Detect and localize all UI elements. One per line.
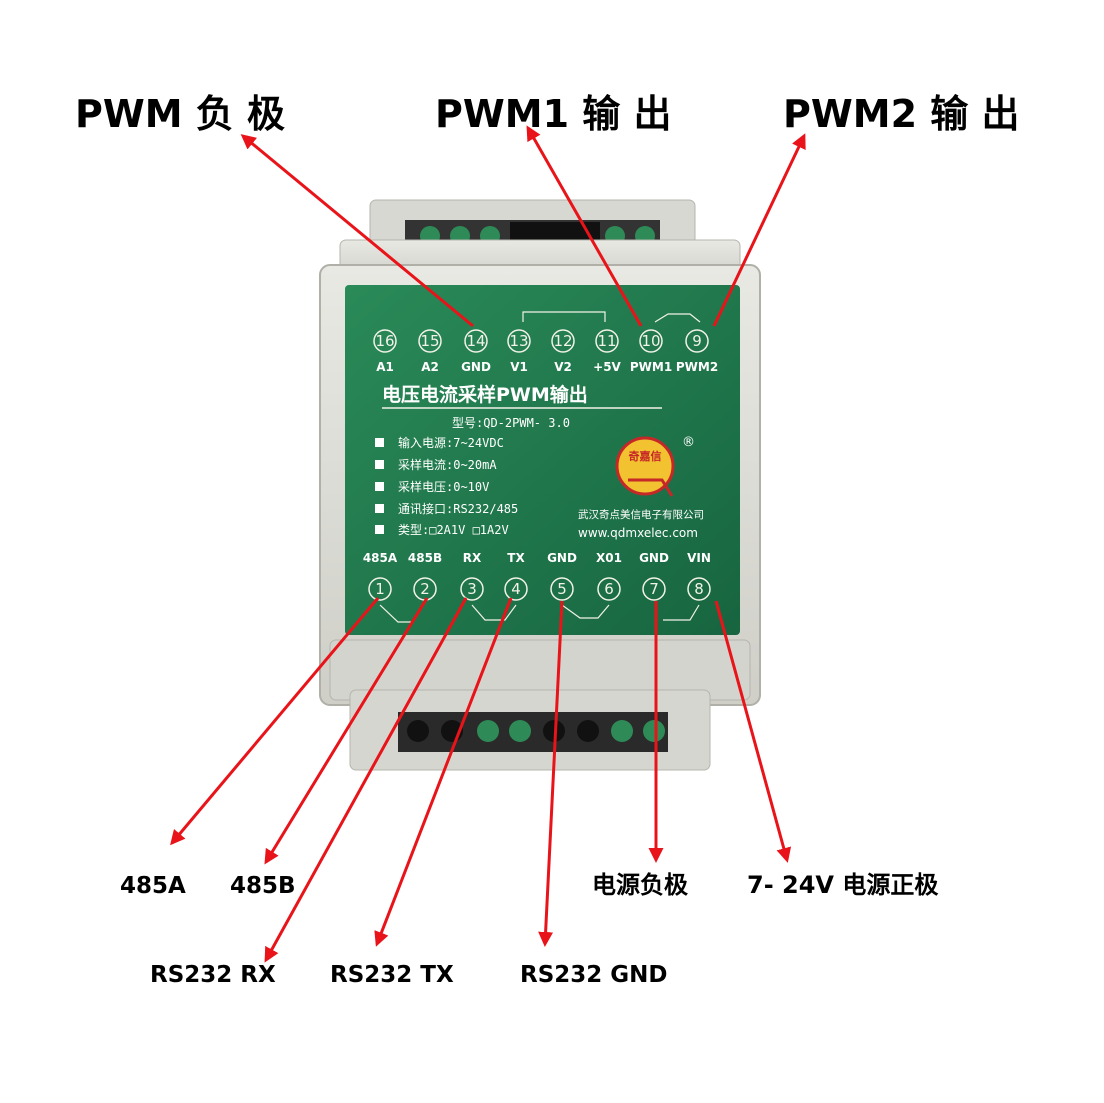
label-rs232-rx: RS232 RX	[150, 962, 276, 988]
pin-bracket	[561, 604, 610, 619]
logo-swoosh-icon	[628, 478, 674, 497]
top-pin: 11 +5V	[593, 329, 622, 374]
pin-number: 3	[467, 580, 477, 598]
bottom-pin: RX 3	[460, 551, 484, 601]
pin-number: 13	[509, 332, 528, 350]
callout-labels: PWM 负 极 PWM1 输 出 PWM2 输 出 485A 485B RS23…	[75, 92, 1019, 988]
pin-bracket	[654, 313, 701, 323]
bottom-pin: GND 7	[639, 551, 669, 601]
pin-bracket	[379, 604, 412, 623]
label-pwm-negative: PWM 负 极	[75, 92, 285, 136]
spec-item: 通讯接口:RS232/485	[398, 501, 518, 516]
pin-number: 10	[641, 332, 660, 350]
bottom-pin: X01 6	[596, 551, 622, 601]
label-power-negative: 电源负极	[592, 871, 688, 899]
pin-label: +5V	[593, 360, 621, 374]
pin-bracket	[471, 604, 517, 621]
pin-number: 2	[420, 580, 430, 598]
bullet	[375, 504, 384, 513]
pin-label: GND	[639, 551, 669, 565]
top-pin: 12 V2	[551, 329, 575, 374]
top-pin: 9 PWM2	[676, 329, 718, 374]
top-pin: 16 A1	[373, 329, 397, 374]
company-name: 武汉奇点美信电子有限公司	[578, 508, 704, 521]
pin-label: PWM1	[630, 360, 672, 374]
label-pwm1-output: PWM1 输 出	[435, 92, 671, 136]
top-pin: 10 PWM1	[630, 329, 672, 374]
pin-number: 1	[375, 580, 385, 598]
pin-label: V1	[510, 360, 528, 374]
pin-label: GND	[461, 360, 491, 374]
label-panel: 16 A1 15 A2 14 GND 13 V1 12 V2	[345, 285, 740, 635]
registered-mark: ®	[682, 435, 695, 450]
bullet	[375, 438, 384, 447]
pin-number: 7	[649, 580, 659, 598]
company-logo: 奇嘉信 ®	[615, 435, 695, 497]
pin-label: A2	[421, 360, 439, 374]
top-pin: 13 V1	[507, 329, 531, 374]
label-pwm2-output: PWM2 输 出	[783, 92, 1019, 136]
bottom-pin: 485B 2	[408, 551, 442, 601]
pin-number: 8	[694, 580, 704, 598]
spec-list: 输入电源:7~24VDC 采样电流:0~20mA 采样电压:0~10V 通讯接口…	[375, 435, 518, 537]
bottom-pin: GND 5	[547, 551, 577, 601]
label-rs232-gnd: RS232 GND	[520, 962, 668, 988]
pin-label: X01	[596, 551, 622, 565]
callout-arrows	[170, 125, 806, 963]
pin-label: 485B	[408, 551, 442, 565]
bottom-pin-row: 485A 1 485B 2 RX 3 TX 4 GND	[363, 551, 711, 601]
arrow-rs232-gnd	[538, 600, 564, 947]
pin-label: TX	[507, 551, 525, 565]
arrow-power-positive	[714, 600, 792, 863]
bullet	[375, 482, 384, 491]
arrow-pwm1	[526, 125, 643, 327]
bottom-pin: VIN 8	[687, 551, 711, 601]
spec-item: 采样电流:0~20mA	[398, 457, 497, 472]
bottom-pin: 485A 1	[363, 551, 398, 601]
arrow-rs232-rx	[264, 597, 468, 963]
pin-number: 16	[375, 332, 394, 350]
pin-number: 6	[604, 580, 614, 598]
pin-bracket	[522, 311, 606, 322]
label-power-positive: 7- 24V 电源正极	[747, 871, 938, 899]
pin-number: 11	[597, 332, 616, 350]
arrow-pwm2	[712, 133, 806, 327]
bottom-pin: TX 4	[504, 551, 528, 601]
bottom-terminal-screws	[407, 720, 665, 742]
pin-label: V2	[554, 360, 572, 374]
pin-label: VIN	[687, 551, 711, 565]
pin-number: 15	[420, 332, 439, 350]
top-pin-row: 16 A1 15 A2 14 GND 13 V1 12 V2	[373, 329, 718, 374]
pin-number: 4	[511, 580, 521, 598]
label-485a: 485A	[120, 873, 186, 899]
top-pin: 15 A2	[418, 329, 442, 374]
bullet	[375, 525, 384, 534]
spec-item: 输入电源:7~24VDC	[398, 435, 504, 450]
pin-number: 5	[557, 580, 567, 598]
pin-number: 14	[466, 332, 485, 350]
pin-bracket	[663, 604, 700, 621]
panel-title: 电压电流采样PWM输出	[382, 383, 588, 406]
pin-label: A1	[376, 360, 394, 374]
company-website: www.qdmxelec.com	[578, 526, 698, 540]
arrow-pwm-negative	[240, 134, 474, 328]
bullet	[375, 460, 384, 469]
pin-label: 485A	[363, 551, 398, 565]
arrow-485a	[170, 597, 380, 846]
top-pin: 14 GND	[461, 329, 491, 374]
label-485b: 485B	[230, 873, 296, 899]
pin-label: PWM2	[676, 360, 718, 374]
label-rs232-tx: RS232 TX	[330, 962, 454, 988]
logo-text: 奇嘉信	[629, 449, 662, 463]
pin-number: 9	[692, 332, 702, 350]
pin-label: GND	[547, 551, 577, 565]
spec-item: 类型:□2A1V □1A2V	[398, 523, 509, 537]
panel-model: 型号:QD-2PWM- 3.0	[452, 416, 570, 430]
arrow-485b	[264, 597, 429, 865]
pin-label: RX	[463, 551, 482, 565]
spec-item: 采样电压:0~10V	[398, 479, 489, 494]
arrow-rs232-tx	[374, 597, 513, 947]
pin-number: 12	[553, 332, 572, 350]
